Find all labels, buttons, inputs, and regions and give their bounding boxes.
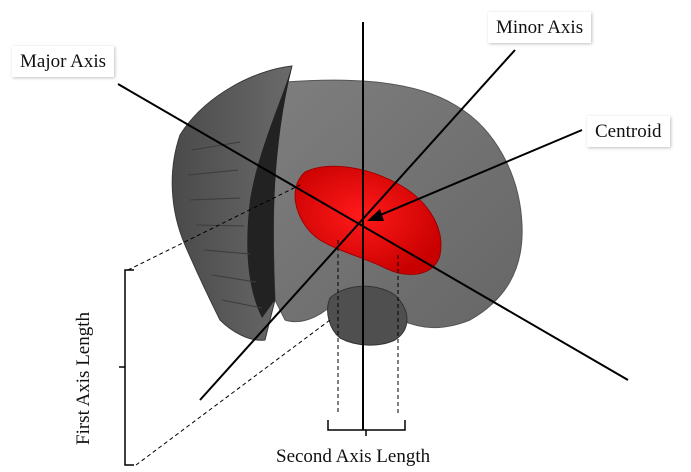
second-axis-length-label: Second Axis Length xyxy=(276,447,430,466)
first-axis-bracket xyxy=(119,270,134,465)
minor-axis-label: Minor Axis xyxy=(488,12,591,43)
centroid-label: Centroid xyxy=(587,116,670,147)
brain-stem xyxy=(328,286,407,345)
second-axis-bracket xyxy=(328,420,405,436)
major-axis-label: Major Axis xyxy=(12,46,114,77)
first-axis-length-label: First Axis Length xyxy=(74,312,93,445)
